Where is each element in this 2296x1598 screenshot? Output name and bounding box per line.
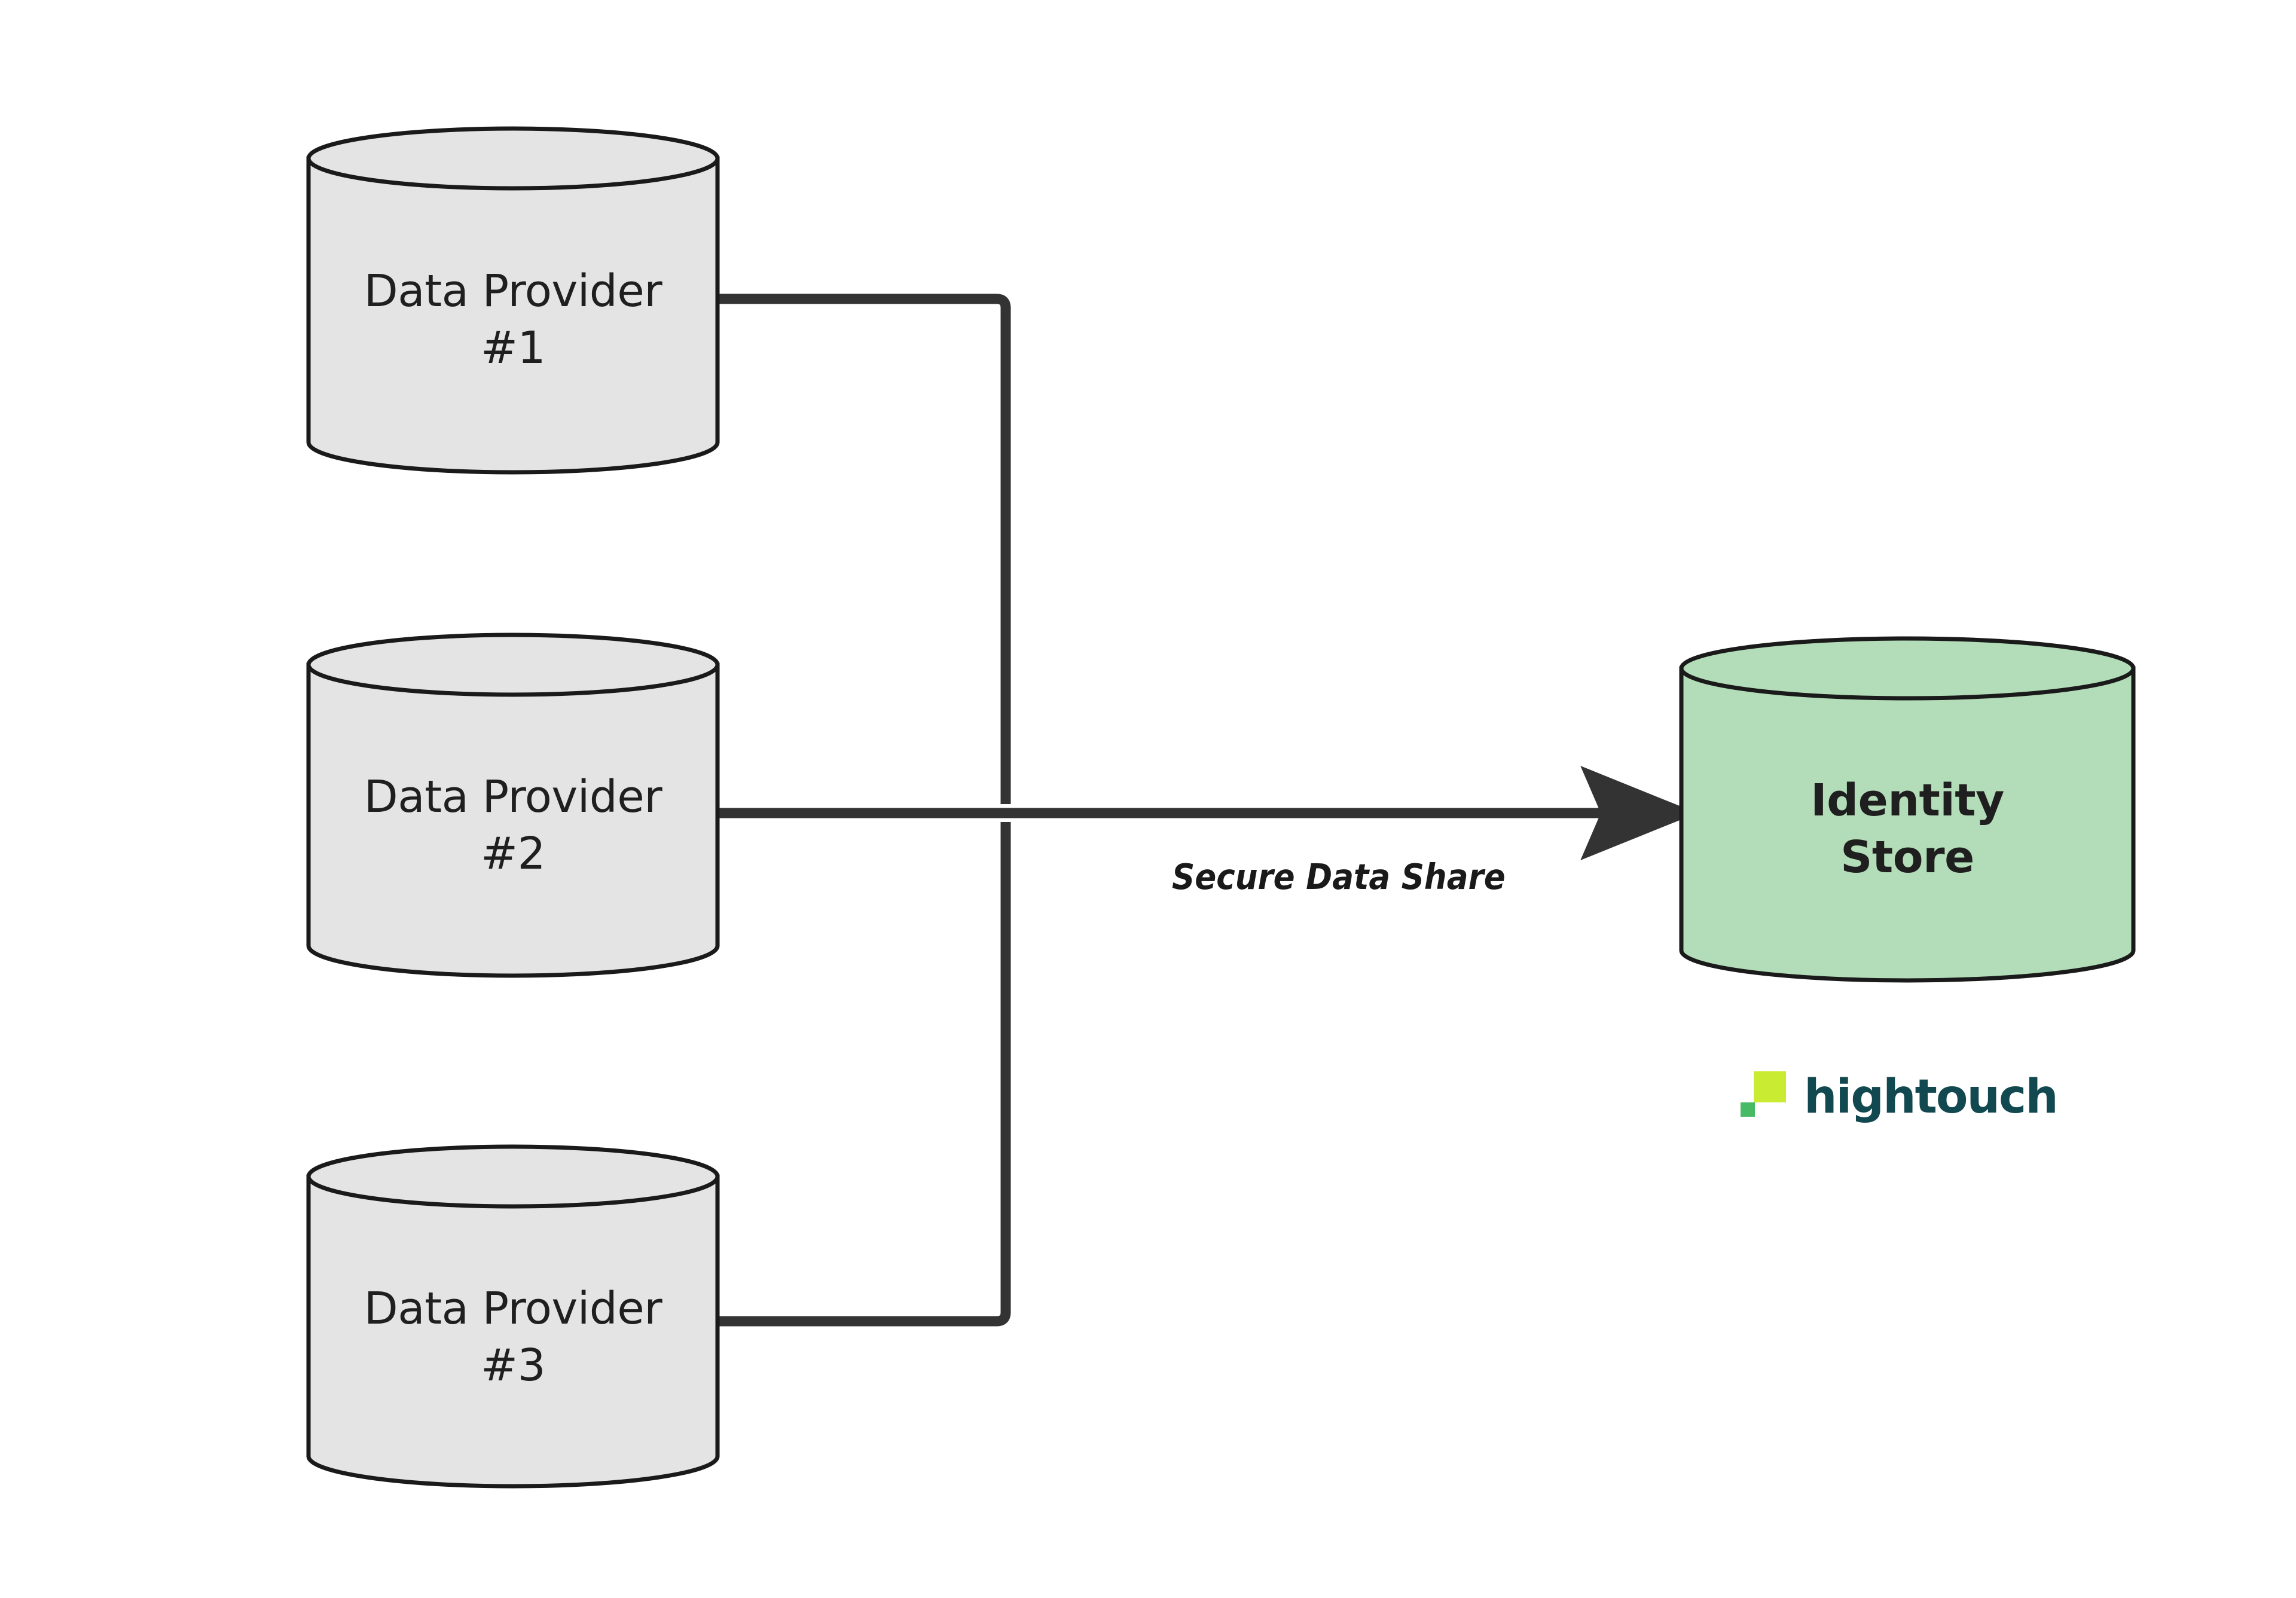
provider-3-label-line1: Data Provider <box>364 1283 662 1334</box>
node-provider-2[interactable] <box>306 633 720 978</box>
provider-1-top-ellipse <box>306 126 720 191</box>
identity-store-label: Identity Store <box>1681 772 2133 885</box>
connector-provider-1 <box>718 294 1011 804</box>
hightouch-mark-green-square <box>1741 1102 1755 1117</box>
provider-1-label-line2: #1 <box>480 322 546 374</box>
provider-3-body <box>306 1174 720 1489</box>
provider-2-label: Data Provider #2 <box>309 769 718 882</box>
provider-3-label: Data Provider #3 <box>309 1281 718 1394</box>
identity-store-label-line1: Identity <box>1810 775 2004 826</box>
provider-3-top-ellipse <box>306 1144 720 1209</box>
node-provider-1[interactable] <box>306 126 720 475</box>
connector-provider-3 <box>718 822 1011 1327</box>
provider-1-body <box>306 156 720 475</box>
hightouch-wordmark: hightouch <box>1804 1070 2057 1124</box>
identity-store-top-ellipse <box>1679 636 2136 701</box>
provider-2-body <box>306 662 720 978</box>
identity-store-label-line2: Store <box>1840 831 1974 883</box>
identity-store-body <box>1679 666 2136 983</box>
hightouch-mark-icon <box>1741 1071 1786 1117</box>
hightouch-mark-lime-square <box>1754 1071 1786 1102</box>
provider-3-label-line2: #3 <box>480 1339 546 1391</box>
provider-2-label-line1: Data Provider <box>364 771 662 823</box>
edge-label-secure-data-share: Secure Data Share <box>1172 856 1506 897</box>
provider-2-label-line2: #2 <box>480 827 546 879</box>
node-identity-store[interactable] <box>1679 636 2136 983</box>
hightouch-logo: hightouch <box>1737 1055 2096 1133</box>
node-provider-3[interactable] <box>306 1144 720 1489</box>
hightouch-logo-svg: hightouch <box>1741 1070 2059 1124</box>
provider-1-label: Data Provider #1 <box>309 263 718 376</box>
provider-1-label-line1: Data Provider <box>364 265 662 317</box>
provider-2-top-ellipse <box>306 633 720 697</box>
